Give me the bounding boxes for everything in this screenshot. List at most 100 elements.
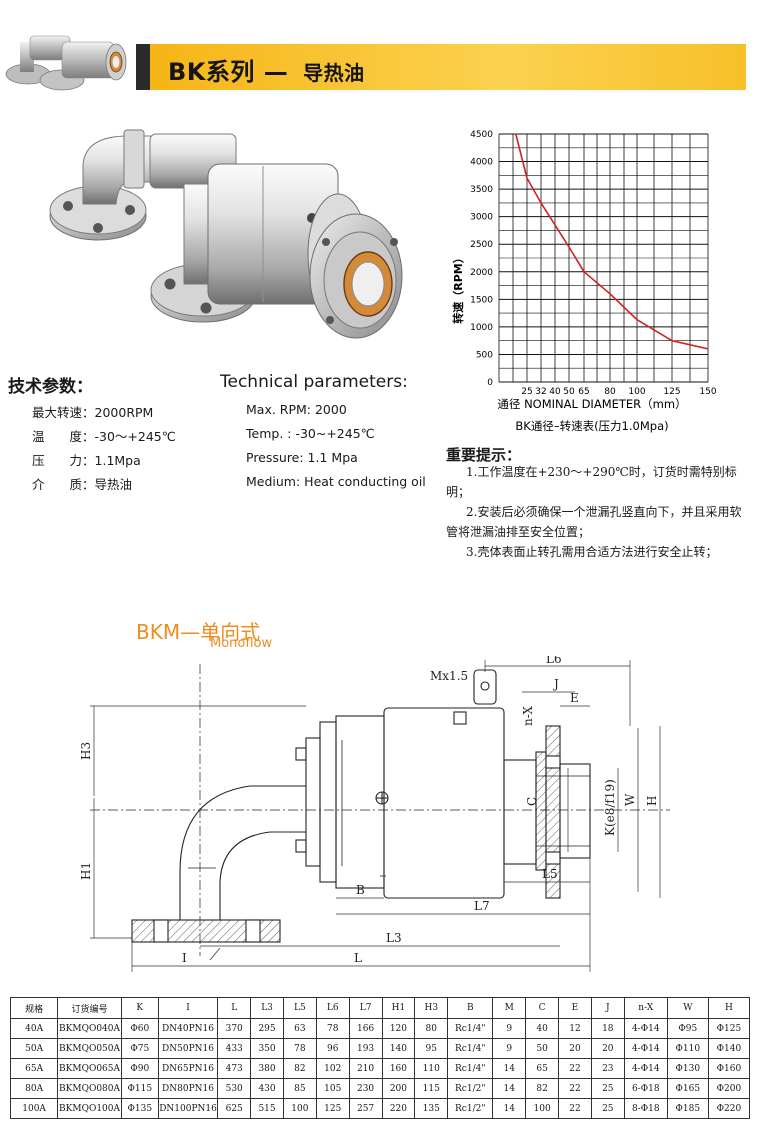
table-cell: DN40PN16	[157, 1018, 219, 1039]
table-cell: 20	[590, 1038, 625, 1059]
table-cell: 515	[250, 1098, 284, 1119]
table-cell: 20	[558, 1038, 592, 1059]
x-tick-label: 125	[663, 387, 680, 397]
table-cell: 18	[590, 1018, 625, 1039]
dim-k: K(e8/f19)	[603, 779, 617, 836]
x-tick-label: 65	[578, 387, 589, 397]
table-cell: Φ185	[666, 1098, 709, 1119]
params-cn-list: 最大转速：2000RPM 温 度：-30～+245℃ 压 力：1.1Mpa 介 …	[32, 402, 176, 498]
product-image	[49, 129, 403, 339]
notice-heading: 重要提示：	[446, 446, 522, 464]
table-cell: Φ60	[120, 1018, 159, 1039]
series-name: BK系列	[168, 58, 255, 86]
param-en-row: Pressure: 1.1 Mpa	[246, 450, 358, 465]
column-header: L7	[348, 997, 383, 1019]
param-label: 温 度：	[32, 429, 95, 444]
table-cell: Φ75	[120, 1038, 159, 1059]
params-en-heading: Technical parameters:	[220, 372, 408, 392]
dim-b: B	[356, 883, 365, 897]
dim-l7: L7	[474, 899, 490, 913]
table-cell: 100	[282, 1098, 317, 1119]
table-cell: 85	[282, 1078, 317, 1099]
table-cell: BKMQO100A	[57, 1098, 122, 1119]
table-cell: 200	[381, 1078, 416, 1099]
table-cell: 22	[558, 1078, 592, 1099]
notice-item: 1.工作温度在+230～+290℃时，订货时需特别标明；	[446, 465, 737, 499]
table-cell: 63	[282, 1018, 317, 1039]
table-cell: 220	[381, 1098, 416, 1119]
table-cell: BKMQO080A	[57, 1078, 122, 1099]
param-label: 介 质：	[32, 477, 95, 492]
params-en-list: Max. RPM: 2000 Temp. : -30~+245℃ Pressur…	[246, 402, 426, 498]
param-row: 最大转速：2000RPM	[32, 402, 176, 426]
title-dash: —	[263, 58, 289, 86]
table-cell: Φ130	[666, 1058, 709, 1079]
param-value: 2000RPM	[94, 405, 154, 420]
param-label: 压 力：	[32, 453, 95, 468]
table-cell: 4-Φ14	[623, 1038, 668, 1059]
table-cell: 6-Φ18	[623, 1078, 668, 1099]
table-cell: Φ220	[707, 1098, 751, 1119]
table-cell: 14	[492, 1098, 527, 1119]
table-cell: 65	[525, 1058, 560, 1079]
table-cell: 160	[381, 1058, 416, 1079]
table-cell: 82	[282, 1058, 317, 1079]
table-cell: 210	[348, 1058, 383, 1079]
table-cell: Rc1/2"	[447, 1078, 494, 1099]
table-cell: 625	[217, 1098, 252, 1119]
table-cell: 9	[492, 1018, 527, 1039]
column-header: L3	[250, 997, 284, 1019]
table-cell: 80A	[9, 1078, 59, 1099]
table-cell: 50	[525, 1038, 560, 1059]
table-cell: 120	[381, 1018, 416, 1039]
page-title: BK系列 — 导热油	[168, 52, 365, 87]
column-header: n-X	[623, 997, 668, 1019]
table-cell: 380	[250, 1058, 284, 1079]
y-tick-label: 2000	[470, 268, 493, 278]
dim-c: C	[525, 797, 539, 806]
param-en-row: Max. RPM: 2000	[246, 402, 347, 417]
table-cell: Rc1/4"	[447, 1058, 494, 1079]
table-cell: 78	[282, 1038, 317, 1059]
param-value: 导热油	[94, 477, 133, 492]
x-tick-label: 25	[521, 387, 532, 397]
dim-h1: H1	[79, 862, 93, 880]
column-header: W	[666, 997, 709, 1019]
product-thumbnail	[5, 35, 127, 91]
medium-subtitle: 导热油	[303, 61, 365, 85]
table-cell: Φ95	[666, 1018, 709, 1039]
dim-h: H	[645, 796, 659, 806]
table-cell: Φ115	[120, 1078, 159, 1099]
table-cell: 9	[492, 1038, 527, 1059]
column-header: E	[558, 997, 592, 1019]
dim-j: J	[552, 677, 559, 691]
table-cell: 370	[217, 1018, 252, 1039]
chart-grid	[498, 133, 709, 383]
y-tick-label: 4000	[470, 158, 493, 168]
table-cell: 65A	[9, 1058, 59, 1079]
technical-drawing: L6 Mx1.5 J n-X E H3 H1 C K(e8/f19) W H L…	[79, 656, 670, 972]
table-cell: Rc1/4"	[447, 1018, 494, 1039]
table-cell: 25	[590, 1098, 625, 1119]
params-cn-heading: 技术参数：	[8, 377, 93, 397]
table-cell: BKMQO050A	[57, 1038, 122, 1059]
y-tick-label: 3000	[470, 213, 493, 223]
x-tick-label: 32	[535, 387, 546, 397]
table-cell: 40	[525, 1018, 560, 1039]
column-header: I	[157, 997, 219, 1019]
bkm-title: BKM—单向式	[136, 620, 261, 644]
column-header: L6	[315, 997, 350, 1019]
title-banner	[150, 44, 746, 90]
table-cell: 4-Φ14	[623, 1058, 668, 1079]
param-row: 温 度：-30～+245℃	[32, 426, 176, 450]
y-tick-label: 4500	[470, 130, 493, 140]
dim-nx: n-X	[521, 706, 535, 726]
table-cell: 22	[558, 1058, 592, 1079]
table-cell: 105	[315, 1078, 350, 1099]
table-cell: 110	[414, 1058, 449, 1079]
table-cell: 80	[414, 1018, 449, 1039]
